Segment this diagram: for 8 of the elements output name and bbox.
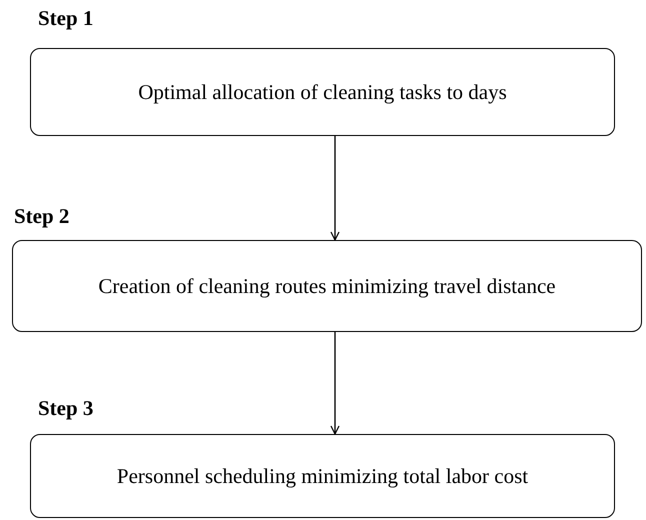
process-box: Optimal allocation of cleaning tasks to days bbox=[30, 48, 615, 136]
arrow bbox=[330, 332, 340, 435]
step-heading: Step 2 bbox=[14, 204, 70, 229]
step-heading: Step 1 bbox=[38, 6, 94, 31]
process-box: Personnel scheduling minimizing total labor cost bbox=[30, 434, 615, 518]
process-box: Creation of cleaning routes minimizing travel distance bbox=[12, 240, 642, 332]
arrow bbox=[330, 136, 340, 241]
step-heading: Step 3 bbox=[38, 396, 94, 421]
